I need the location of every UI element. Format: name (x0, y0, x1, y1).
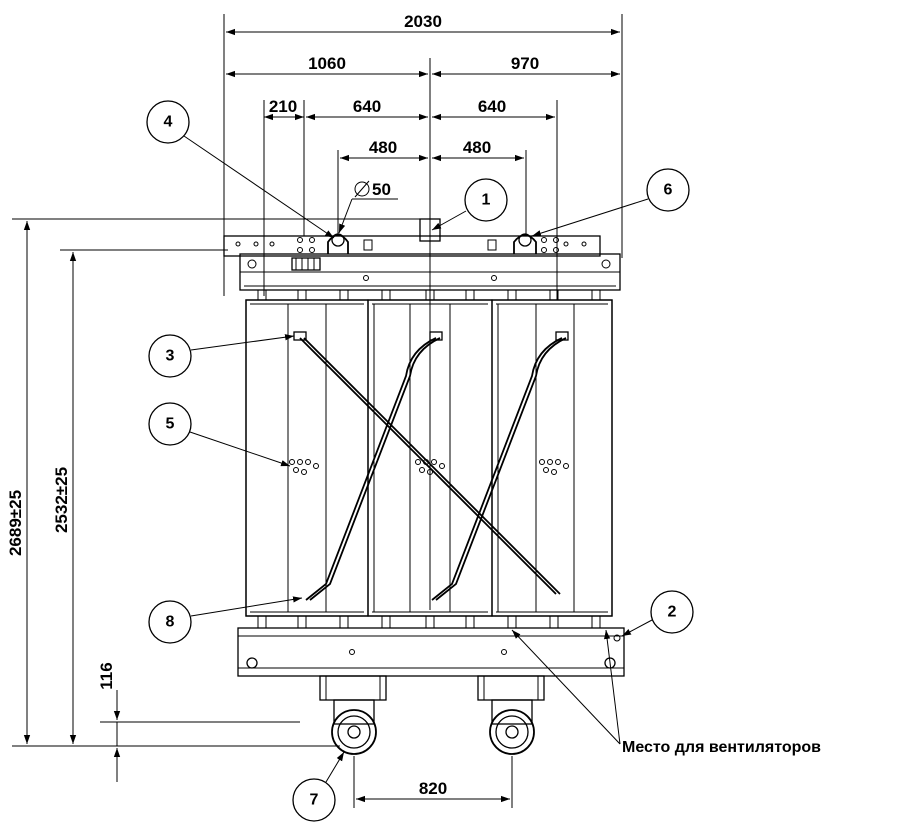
dimension-left-offset: 210 (264, 97, 304, 121)
callout-6-label: 6 (664, 182, 673, 199)
dim-820-label: 820 (419, 779, 447, 798)
bottom-bolt-row (257, 615, 601, 629)
callout-1: 1 (431, 178, 508, 231)
fan-location-label: Место для вентиляторов (622, 739, 821, 756)
callout-3-label: 3 (166, 348, 175, 365)
connection-bars (299, 337, 567, 601)
left-wheel (319, 675, 387, 755)
dimension-left-pitch: 640 (306, 97, 428, 121)
dim-210-label: 210 (269, 97, 297, 116)
dimension-overall-height: 2689±25 (6, 221, 31, 744)
dim-1060-label: 1060 (308, 54, 346, 73)
callout-2: 2 (621, 590, 694, 637)
dim-2689-label: 2689±25 (6, 490, 25, 556)
top-bolt-row (257, 289, 601, 301)
dim-640-right-label: 640 (478, 97, 506, 116)
dimension-right-lug: 480 (432, 138, 524, 162)
callout-4: 4 (146, 100, 335, 239)
callout-7-label: 7 (310, 792, 319, 809)
left-lifting-lug (327, 233, 349, 254)
dimension-wheel-height: 116 (97, 662, 121, 782)
dimension-hole-diameter: 50 (338, 180, 398, 234)
coil-assembly (245, 299, 613, 617)
dim-2532-label: 2532±25 (52, 467, 71, 533)
right-lifting-lug (513, 233, 537, 254)
tap-terminals (289, 459, 569, 475)
dim-970-label: 970 (511, 54, 539, 73)
dimension-left-lug: 480 (340, 138, 428, 162)
callout-6: 6 (531, 168, 690, 237)
dimension-right-half: 970 (432, 54, 620, 78)
callout-8-label: 8 (166, 614, 175, 631)
dimension-overall-width: 2030 (226, 12, 620, 36)
callout-1-label: 1 (482, 192, 491, 209)
bottom-clamp-frame (237, 627, 625, 677)
dimension-frame-height: 2532±25 (52, 252, 77, 744)
dim-480-right-label: 480 (463, 138, 491, 157)
dimension-left-half: 1060 (226, 54, 428, 78)
dim-640-left-label: 640 (353, 97, 381, 116)
right-wheel (477, 675, 545, 755)
dimension-wheel-track: 820 (356, 779, 510, 803)
callout-5: 5 (148, 402, 291, 467)
callout-3: 3 (148, 334, 295, 378)
fan-location-leader: Место для вентиляторов (511, 629, 821, 756)
dim-116-label: 116 (97, 662, 116, 689)
callout-2-label: 2 (668, 604, 677, 621)
dimension-right-pitch: 640 (432, 97, 555, 121)
dim-hole-label: 50 (372, 180, 391, 199)
terminal-plates (293, 331, 569, 341)
callout-8: 8 (148, 596, 303, 644)
dim-2030-label: 2030 (404, 12, 442, 31)
callout-7: 7 (292, 751, 345, 822)
callout-4-label: 4 (164, 114, 173, 131)
dim-480-left-label: 480 (369, 138, 397, 157)
top-clamp-frame (223, 218, 621, 291)
callout-5-label: 5 (166, 416, 175, 433)
